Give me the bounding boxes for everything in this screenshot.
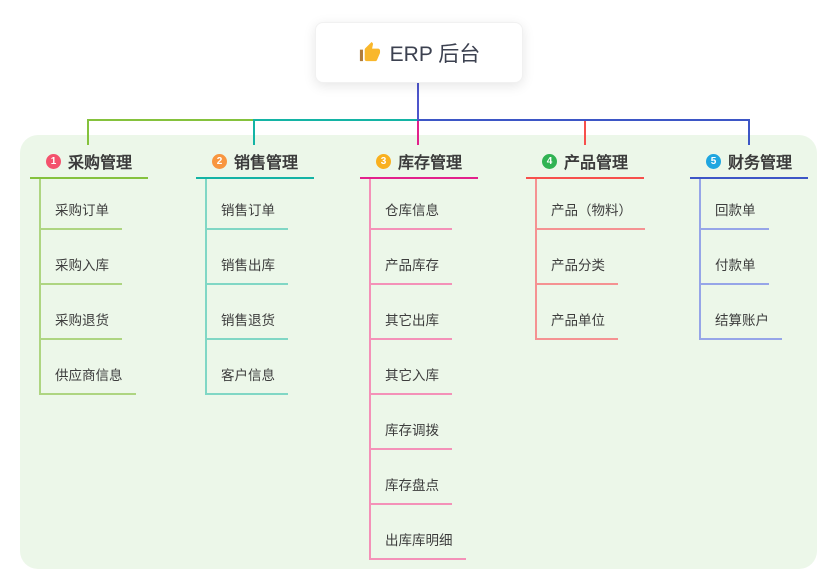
child-node[interactable]: 付款单 (701, 230, 808, 285)
branch-sales: 2 销售管理 销售订单 销售出库 销售退货 客户信息 (196, 145, 314, 395)
branches-panel (20, 135, 817, 569)
branch-children: 回款单 付款单 结算账户 (699, 179, 808, 340)
branch-children: 产品（物料） 产品分类 产品单位 (535, 179, 645, 340)
branch-header-inventory[interactable]: 3 库存管理 (360, 145, 478, 179)
child-node[interactable]: 仓库信息 (371, 179, 478, 230)
bus-segment-2 (253, 119, 418, 121)
child-node[interactable]: 出库库明细 (371, 505, 478, 560)
child-node[interactable]: 销售出库 (207, 230, 314, 285)
priority-badge: 4 (541, 153, 557, 169)
priority-badge: 1 (45, 153, 61, 169)
child-node[interactable]: 供应商信息 (41, 340, 148, 395)
priority-badge: 2 (211, 153, 227, 169)
child-node[interactable]: 采购订单 (41, 179, 148, 230)
branch-label: 产品管理 (563, 155, 628, 172)
child-node[interactable]: 其它出库 (371, 285, 478, 340)
child-node[interactable]: 产品分类 (537, 230, 644, 285)
child-node[interactable]: 产品（物料） (537, 179, 645, 230)
bus-segment-1 (87, 119, 254, 121)
root-title: ERP 后台 (389, 42, 481, 66)
branch-children: 销售订单 销售出库 销售退货 客户信息 (205, 179, 314, 395)
priority-badge: 3 (375, 153, 391, 169)
branch-purchase: 1 采购管理 采购订单 采购入库 采购退货 供应商信息 (30, 145, 148, 395)
priority-badge: 5 (705, 153, 721, 169)
child-node[interactable]: 产品单位 (537, 285, 644, 340)
thumbs-up-icon (358, 41, 381, 64)
branch-label: 财务管理 (727, 155, 792, 172)
child-node[interactable]: 其它入库 (371, 340, 478, 395)
root-node[interactable]: ERP 后台 (315, 22, 523, 83)
root-connector (417, 83, 419, 120)
connector-branch-5 (748, 119, 750, 145)
branch-header-product[interactable]: 4 产品管理 (526, 145, 644, 179)
child-node[interactable]: 客户信息 (207, 340, 314, 395)
branch-label: 库存管理 (397, 155, 462, 172)
child-node[interactable]: 销售退货 (207, 285, 314, 340)
branch-header-finance[interactable]: 5 财务管理 (690, 145, 808, 179)
branch-finance: 5 财务管理 回款单 付款单 结算账户 (690, 145, 808, 340)
child-node[interactable]: 采购退货 (41, 285, 148, 340)
child-node[interactable]: 结算账户 (701, 285, 808, 340)
child-node[interactable]: 回款单 (701, 179, 808, 230)
branch-product: 4 产品管理 产品（物料） 产品分类 产品单位 (526, 145, 645, 340)
branch-label: 销售管理 (233, 155, 298, 172)
branch-children: 仓库信息 产品库存 其它出库 其它入库 库存调拨 库存盘点 出库库明细 (369, 179, 478, 560)
branch-inventory: 3 库存管理 仓库信息 产品库存 其它出库 其它入库 库存调拨 库存盘点 出库库… (360, 145, 478, 560)
connector-branch-1 (87, 119, 89, 145)
connector-branch-4 (584, 119, 586, 145)
branch-header-sales[interactable]: 2 销售管理 (196, 145, 314, 179)
bus-segment-5 (417, 119, 750, 121)
child-node[interactable]: 库存调拨 (371, 395, 478, 450)
connector-branch-2 (253, 119, 255, 145)
branch-children: 采购订单 采购入库 采购退货 供应商信息 (39, 179, 148, 395)
child-node[interactable]: 库存盘点 (371, 450, 478, 505)
branch-label: 采购管理 (67, 155, 132, 172)
child-node[interactable]: 销售订单 (207, 179, 314, 230)
child-node[interactable]: 产品库存 (371, 230, 478, 285)
child-node[interactable]: 采购入库 (41, 230, 148, 285)
connector-branch-3 (417, 119, 419, 145)
branch-header-purchase[interactable]: 1 采购管理 (30, 145, 148, 179)
